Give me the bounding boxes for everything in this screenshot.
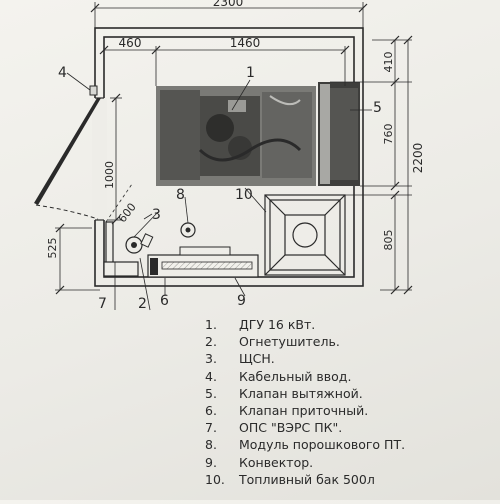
legend-text: Топливный бак 500л [239, 471, 375, 487]
legend-item-4: 4. Кабельный ввод. [205, 368, 495, 385]
cable-entry [89, 85, 98, 96]
legend-item-8: 8. Модуль порошкового ПТ. [205, 436, 495, 453]
legend-num: 8. [205, 437, 217, 453]
legend-item-10: 10. Топливный бак 500л [205, 471, 495, 488]
dim-top-offset-right: 410 [382, 52, 395, 73]
legend-list: 1. ДГУ 16 кВт. 2. Огнетушитель. 3. ЩСН. 4. К… [205, 316, 495, 488]
door-leaf [34, 98, 101, 220]
powder-fire-module [180, 196, 196, 238]
legend-text: Конвектор. [239, 454, 314, 470]
dim-lower-left: 525 [46, 238, 59, 259]
fire-alarm-ops [103, 261, 139, 277]
dim-overall-height: 2200 [411, 143, 425, 174]
legend-num: 9. [205, 454, 217, 470]
callout-4: 4 [58, 65, 67, 81]
legend-num: 4. [205, 368, 217, 384]
dim-overall-width: 2300 [213, 0, 244, 9]
legend-text: ДГУ 16 кВт. [239, 317, 316, 332]
control-panel-shchsn [105, 211, 159, 271]
legend-num: 6. [205, 403, 217, 419]
convector-supply-valve [147, 246, 259, 278]
legend-item-1: 1. ДГУ 16 кВт. [205, 316, 495, 333]
legend-item-9: 9. Конвектор. [205, 454, 495, 471]
legend-text: ЩСН. [239, 351, 275, 367]
dim-lower-right: 805 [382, 230, 395, 251]
legend-text: Клапан приточный. [239, 403, 369, 419]
callout-3: 3 [152, 207, 161, 223]
legend-text: Модуль порошкового ПТ. [239, 437, 406, 453]
legend-item-5: 5. Клапан вытяжной. [205, 385, 495, 402]
callout-9: 9 [237, 293, 246, 309]
legend-num: 10. [205, 471, 225, 487]
legend-num: 1. [205, 317, 217, 332]
callout-2: 2 [138, 296, 147, 312]
legend-text: Огнетушитель. [239, 334, 340, 350]
legend-num: 2. [205, 334, 217, 350]
generator-dgu [156, 86, 316, 186]
legend-num: 7. [205, 420, 217, 436]
dimension-ticks [55, 3, 413, 295]
legend-item-2: 2. Огнетушитель. [205, 333, 495, 350]
dim-left-offset: 460 [119, 36, 142, 50]
callout-5: 5 [373, 100, 382, 116]
legend-text: Клапан вытяжной. [239, 385, 363, 401]
dim-cable-height: 1000 [103, 161, 116, 189]
dim-dgu-depth: 760 [382, 124, 395, 145]
legend-item-3: 3. ЩСН. [205, 350, 495, 367]
legend-num: 3. [205, 351, 217, 367]
callout-7: 7 [98, 296, 107, 312]
legend-num: 5. [205, 385, 217, 401]
callout-10: 10 [235, 187, 253, 203]
callout-8: 8 [176, 187, 185, 203]
legend-text: ОПС "ВЭРС ПК". [239, 420, 343, 436]
dim-dgu-width: 1460 [230, 36, 261, 50]
dimension-lines [55, 2, 412, 311]
exhaust-valve [318, 82, 360, 186]
callout-1: 1 [246, 65, 255, 81]
callout-6: 6 [160, 293, 169, 309]
legend-text: Кабельный ввод. [239, 368, 352, 384]
legend-item-7: 7. ОПС "ВЭРС ПК". [205, 419, 495, 436]
legend-item-6: 6. Клапан приточный. [205, 402, 495, 419]
fuel-tank [264, 194, 346, 276]
door-opening [92, 98, 107, 220]
dim-door-width: 600 [116, 201, 139, 226]
